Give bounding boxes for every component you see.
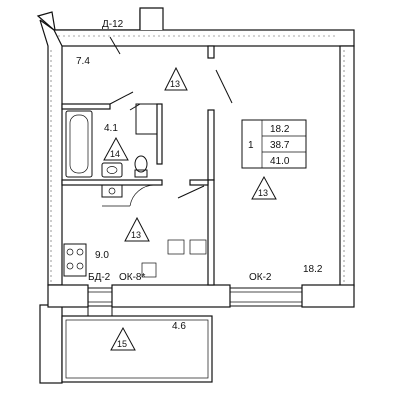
bottom-wall-kitchen	[47, 284, 89, 308]
cabinet	[135, 103, 158, 135]
kitchen-mark: 13	[124, 216, 150, 242]
door-label: Д-12	[102, 19, 124, 30]
living-window-frame	[229, 287, 303, 307]
top-wall-left	[36, 9, 151, 31]
svg-text:13: 13	[258, 188, 268, 198]
kitchen-door-swing	[177, 185, 205, 199]
bath-area: 4.1	[104, 123, 118, 134]
hall-area: 7.4	[76, 56, 90, 67]
toilet	[134, 155, 148, 173]
right-wall	[339, 45, 355, 287]
radiator-kitchen-1	[167, 239, 185, 255]
svg-text:13: 13	[131, 230, 141, 240]
apartment-number: 1	[248, 140, 254, 151]
svg-text:15: 15	[117, 339, 127, 349]
balcony-door-label: БД-2	[88, 272, 111, 283]
kitchen-window-label: ОК-8*	[119, 272, 145, 283]
partition-main-lower	[207, 109, 215, 181]
kitchen-sink	[101, 184, 123, 198]
living-door-swing	[215, 69, 233, 104]
svg-text:14: 14	[110, 149, 120, 159]
balcony-outer	[61, 315, 213, 383]
partition-bath-right	[156, 103, 163, 165]
balcony-mark: 15	[110, 326, 136, 351]
radiator-kitchen-3	[141, 262, 157, 278]
bath-sink	[101, 162, 123, 178]
hall-mark: 13	[164, 66, 188, 91]
stove	[63, 243, 87, 277]
toilet-tank	[134, 169, 148, 178]
bath-door-swing	[129, 103, 141, 111]
partition-main-bottom	[207, 179, 215, 286]
living-area: 18.2	[303, 264, 323, 275]
apartment-area-with-balcony: 41.0	[270, 156, 290, 167]
hall-door-swing	[109, 91, 134, 105]
balcony-door-frame	[87, 287, 113, 307]
bottom-wall-right	[301, 284, 355, 308]
balcony-inner	[65, 319, 209, 379]
top-wall-notch	[139, 7, 164, 30]
partition-kitchen-short	[189, 179, 209, 186]
bath-sink-bowl	[106, 166, 118, 174]
partition-bath-top	[61, 103, 111, 110]
partition-bath-bottom	[61, 179, 163, 186]
living-mark: 13	[251, 175, 277, 200]
living-window-label: ОК-2	[249, 272, 272, 283]
apartment-area-total: 38.7	[270, 140, 290, 151]
apartment-area-living: 18.2	[270, 124, 290, 135]
bottom-wall-mid	[111, 284, 231, 308]
balcony-area: 4.6	[172, 321, 186, 332]
radiator-kitchen-2	[189, 239, 207, 255]
apartment-table: 1 18.2 38.7 41.0	[241, 119, 307, 169]
bathtub-inner	[69, 114, 89, 174]
entrance-door-swing	[109, 36, 121, 55]
kitchen-area: 9.0	[95, 250, 109, 261]
top-wall	[53, 29, 355, 47]
left-wall-lower	[39, 304, 63, 384]
partition-main	[207, 45, 215, 59]
bathtub	[65, 110, 93, 178]
svg-text:13: 13	[170, 79, 180, 89]
bath-mark: 14	[103, 136, 129, 161]
